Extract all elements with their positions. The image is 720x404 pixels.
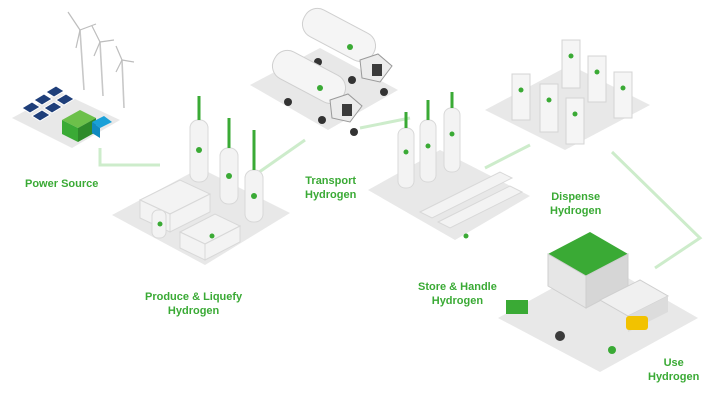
stage-label-store-handle: Store & Handle Hydrogen [418, 280, 497, 308]
connector-store-to-dispense [484, 143, 531, 170]
stage-label-use: Use Hydrogen [648, 356, 699, 384]
stage-label-line2: Hydrogen [431, 295, 484, 307]
stage-label-dispense: Dispense Hydrogen [550, 190, 601, 218]
wind-solar-plant-icon [21, 11, 135, 142]
stage-label-transport: Transport Hydrogen [305, 174, 356, 202]
fuel-dispenser-icon [511, 39, 633, 145]
stage-label-line1: Produce & Liquefy [145, 291, 243, 303]
connector-produce-to-transport [254, 138, 306, 177]
connector-dispense-to-use [610, 150, 703, 270]
stage-label-line1: Store & Handle [418, 281, 497, 293]
stage-label-line1: Power Source [25, 178, 99, 190]
stage-label-line2: Hydrogen [648, 371, 700, 383]
tanker-truck-icon [271, 7, 393, 136]
stage-label-line1: Dispense [551, 191, 601, 203]
storage-tank-icon [397, 92, 524, 239]
warehouse-forklift-icon [506, 232, 670, 354]
stage-label-line2: Hydrogen [167, 305, 220, 317]
stage-label-power-source: Power Source [25, 177, 98, 191]
stage-label-line1: Use [663, 357, 684, 369]
stage-label-produce-liquefy: Produce & Liquefy Hydrogen [145, 290, 242, 318]
stage-label-line2: Hydrogen [305, 189, 357, 201]
stage-label-line2: Hydrogen [550, 205, 602, 217]
liquefaction-plant-icon [138, 96, 264, 261]
flow-connectors [98, 116, 703, 270]
stage-label-line1: Transport [305, 175, 357, 187]
connector-power-to-produce [98, 148, 160, 167]
connector-transport-to-store [359, 116, 411, 130]
